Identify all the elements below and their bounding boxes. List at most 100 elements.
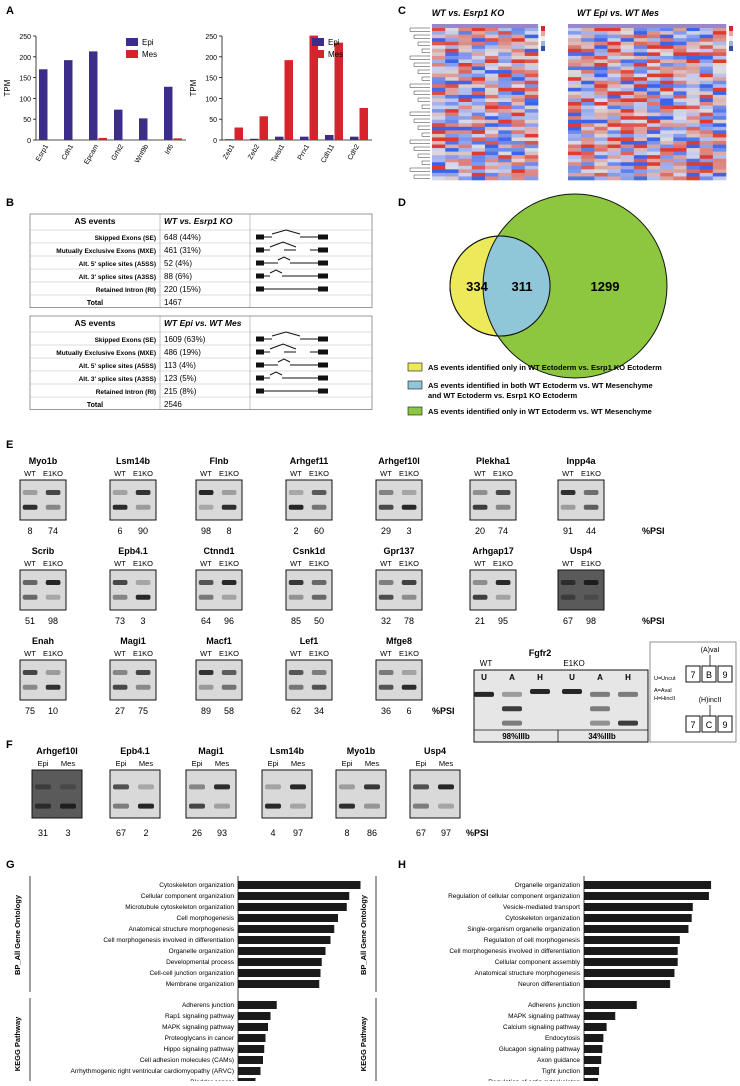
heatmap-cell: [712, 80, 727, 85]
heatmap-cell: [594, 169, 608, 174]
heatmap-cell: [458, 155, 473, 160]
heatmap-cell: [498, 31, 512, 35]
y-tick-label: 100: [205, 96, 217, 103]
heatmap-cell: [498, 141, 512, 145]
gel-band: [378, 670, 394, 675]
heatmap-cell: [712, 141, 727, 145]
psi-value-2: 93: [217, 828, 227, 838]
heatmap-cell: [699, 116, 714, 121]
heatmap-cell: [568, 59, 582, 64]
colorbar-cell: [729, 46, 733, 51]
heatmap-cell: [673, 137, 687, 142]
heatmap-cell: [712, 34, 727, 39]
heatmap-cell: [511, 48, 526, 53]
heatmap-cell: [633, 66, 648, 71]
heatmap-cell: [458, 59, 473, 64]
heatmap-cell: [458, 165, 473, 170]
heatmap-cell: [498, 158, 512, 163]
heatmap-cell: [607, 80, 621, 85]
heatmap-cell: [712, 48, 727, 53]
heatmap-cell: [699, 63, 714, 67]
heatmap-cell: [458, 102, 473, 106]
heatmap-cell: [485, 158, 499, 163]
exon-box: [256, 234, 264, 240]
term-label: Arrhythmogenic right ventricular cardiom…: [70, 1068, 234, 1075]
heatmap-cell: [445, 48, 459, 53]
exon-box: [318, 375, 328, 381]
heatmap-cell: [620, 109, 635, 113]
psi-value-2: 75: [138, 706, 148, 716]
heatmap-cell: [498, 66, 512, 71]
heatmap-cell: [445, 112, 459, 117]
heatmap-cell: [647, 31, 661, 35]
heatmap-cell: [712, 116, 727, 121]
heatmap-cell: [581, 158, 595, 163]
heatmap-cell: [633, 148, 648, 152]
heatmap-cell: [432, 155, 446, 160]
heatmap-cell: [445, 27, 459, 32]
heatmap-cell: [594, 55, 608, 60]
exon-box: [318, 286, 328, 292]
psi-value-2: 10: [48, 706, 58, 716]
heatmap-cell: [458, 94, 473, 99]
heatmap-cell: [594, 59, 608, 64]
heatmap-cell: [607, 105, 621, 110]
heatmap-cell: [660, 34, 674, 39]
psi-value-1: 75: [25, 706, 35, 716]
venn-count-left: 334: [466, 279, 488, 294]
lane-label-2: E1KO: [43, 469, 63, 478]
heatmap-cell: [498, 63, 512, 67]
lane-label-1: WT: [380, 649, 392, 658]
heatmap-cell: [471, 55, 486, 60]
gene-label: Magi1: [120, 636, 146, 646]
heatmap-cell: [607, 87, 621, 92]
psi-unit-label: %PSI: [642, 526, 665, 536]
venn-diagram: 334 311 1299 AS events identified only i…: [407, 193, 668, 416]
venn-legend-2b: and WT Ectoderm vs. Esrp1 KO Ectoderm: [428, 391, 578, 400]
heatmap-cell: [686, 137, 700, 142]
heatmap-cell: [581, 165, 595, 170]
heatmap-cell: [498, 55, 512, 60]
heatmap-cell: [620, 80, 635, 85]
gel-band: [135, 670, 151, 675]
heatmap-cell: [458, 98, 473, 103]
heatmap-cell: [699, 87, 714, 92]
heatmap-cell: [432, 109, 446, 113]
heatmap-cell: [620, 87, 635, 92]
gel-band: [135, 594, 151, 600]
term-bar: [584, 936, 680, 944]
heatmap-cell: [524, 66, 539, 71]
gel-image: [285, 569, 333, 611]
heatmap-cell: [511, 130, 526, 135]
key-hinc: H=HincII: [654, 696, 676, 702]
heatmap-cell: [594, 148, 608, 152]
heatmap-cell: [660, 172, 674, 177]
heatmap-cell: [633, 55, 648, 60]
psi-value-1: 91: [563, 526, 573, 536]
heatmap-cell: [581, 66, 595, 71]
table-row-value: 648 (44%): [164, 233, 201, 242]
table-row-value: 1609 (63%): [164, 335, 206, 344]
heatmap-cell: [511, 70, 526, 74]
heatmap-cell: [524, 41, 539, 46]
heatmap-cell: [511, 41, 526, 46]
term-bar: [584, 1045, 603, 1053]
gel-band: [60, 784, 76, 790]
psi-value-2: 2: [143, 828, 148, 838]
heatmap-cell: [594, 84, 608, 89]
heatmap-cell: [511, 172, 526, 177]
psi-value-1: 31: [38, 828, 48, 838]
heatmap-cell: [568, 31, 582, 35]
heatmap-cell: [699, 141, 714, 145]
heatmap-cell: [524, 126, 539, 131]
gel-image: [375, 569, 423, 611]
gel-band: [112, 580, 128, 585]
gene-label: Lsm14b: [116, 456, 151, 466]
term-label: Glucagon signaling pathway: [499, 1046, 581, 1053]
heatmap-cell: [568, 73, 582, 78]
heatmap-cell: [568, 176, 582, 181]
heatmap-cell: [594, 126, 608, 131]
heatmap-cell: [633, 130, 648, 135]
heatmap-cell: [712, 94, 727, 99]
heatmap-cell: [511, 91, 526, 96]
